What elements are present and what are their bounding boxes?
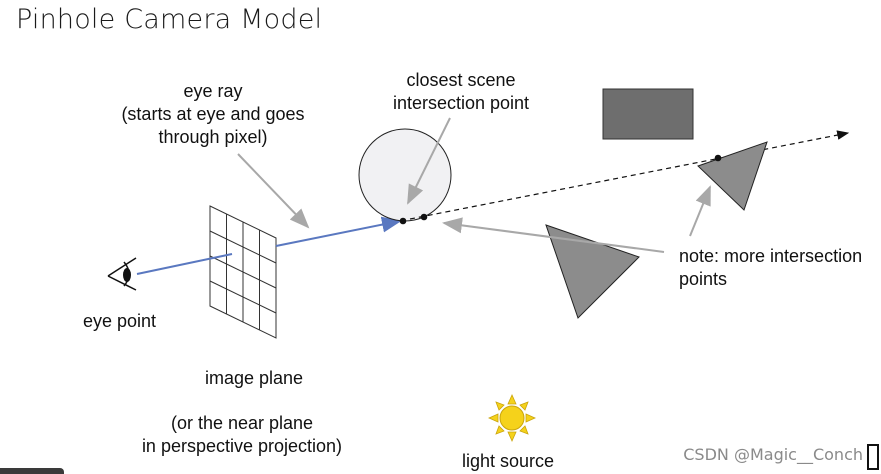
closest-label: closest scene intersection point xyxy=(376,69,546,115)
watermark: CSDN @Magic__Conch xyxy=(683,445,863,464)
small-triangle xyxy=(697,141,768,211)
image-plane-grid xyxy=(209,205,277,339)
closest-label-line-1: closest scene xyxy=(406,70,516,90)
note-label: note: more intersection points xyxy=(679,245,862,291)
note-pointer-left xyxy=(442,217,665,253)
light-source-label: light source xyxy=(462,451,555,471)
eye-ray-label: eye ray (starts at eye and goes through … xyxy=(108,80,318,149)
eye-ray-label-line-3: through pixel) xyxy=(158,127,268,147)
gray-rectangle xyxy=(602,88,694,140)
eye-ray-label-line-2: (starts at eye and goes xyxy=(121,104,305,124)
qr-icon xyxy=(867,444,879,470)
eye-ray-segment-2 xyxy=(275,216,402,247)
closest-label-line-2: intersection point xyxy=(392,93,530,113)
near-plane-label: (or the near plane in perspective projec… xyxy=(112,412,372,458)
note-label-line-1: note: more intersection xyxy=(679,246,863,266)
eye-point-label: eye point xyxy=(83,311,157,331)
near-plane-label-line-1: (or the near plane xyxy=(170,413,314,433)
image-plane-label: image plane xyxy=(205,368,304,388)
large-triangle xyxy=(545,224,640,319)
eye-ray-segment-1 xyxy=(136,253,233,275)
note-pointer-up xyxy=(689,185,711,237)
intersection-point-closest xyxy=(399,217,407,225)
eye-ray-pointer xyxy=(237,153,310,229)
dashed-ray xyxy=(409,130,850,220)
near-plane-label-line-2: in perspective projection) xyxy=(141,436,343,456)
corner-bar xyxy=(0,468,64,474)
note-label-line-2: points xyxy=(679,269,728,289)
intersection-point-2 xyxy=(420,213,428,221)
sun-icon xyxy=(488,394,536,442)
page-title: Pinhole Camera Model xyxy=(16,4,323,35)
intersection-point-3 xyxy=(714,154,722,162)
eye-icon xyxy=(107,257,137,291)
closest-pointer xyxy=(407,117,451,205)
eye-ray-label-line-1: eye ray xyxy=(183,81,243,101)
